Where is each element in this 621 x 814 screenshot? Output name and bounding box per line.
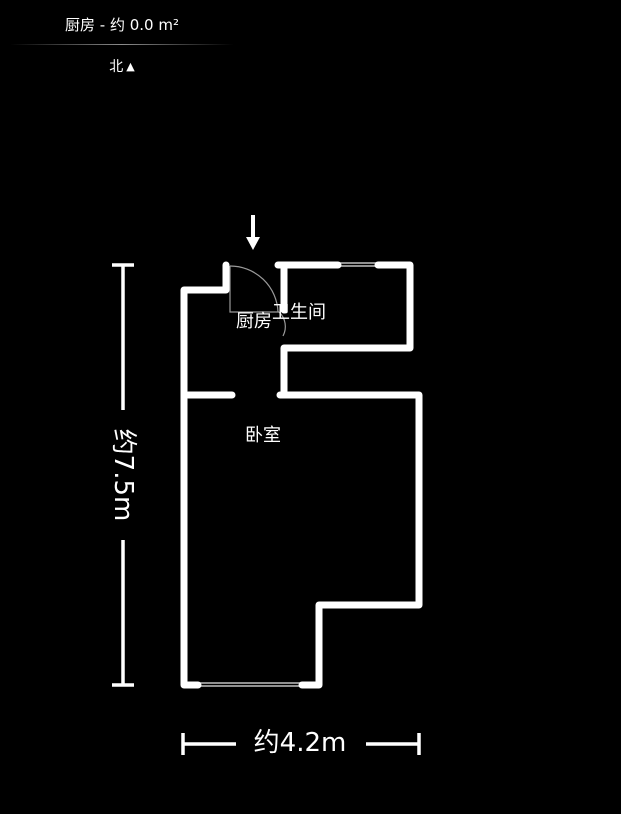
north-label: 北 bbox=[109, 59, 124, 75]
page-title: 厨房 - 约 0.0 m² bbox=[65, 16, 179, 34]
room-label-kitchen: 厨房 bbox=[236, 311, 272, 332]
bathroom-wall bbox=[274, 261, 414, 399]
room-label-bathroom: 卫生间 bbox=[272, 302, 326, 323]
header-divider bbox=[10, 44, 234, 45]
height-dimension-line bbox=[112, 263, 134, 687]
bedroom-right-wall bbox=[276, 391, 423, 689]
bedroom-window bbox=[198, 682, 302, 687]
room-label-bedroom: 卧室 bbox=[245, 425, 281, 446]
north-indicator: 北▲ bbox=[0, 56, 244, 76]
entrance-arrow-icon bbox=[246, 215, 260, 250]
kitchen-door bbox=[229, 265, 286, 337]
width-dimension-line bbox=[181, 733, 421, 755]
width-dimension-label: 约4.2m bbox=[253, 728, 347, 758]
bathroom-window bbox=[338, 262, 378, 267]
walls bbox=[180, 261, 423, 689]
height-dimension-label: 约7.5m bbox=[108, 428, 138, 522]
left-wall bbox=[180, 261, 230, 689]
north-arrow-icon: ▲ bbox=[126, 60, 135, 73]
